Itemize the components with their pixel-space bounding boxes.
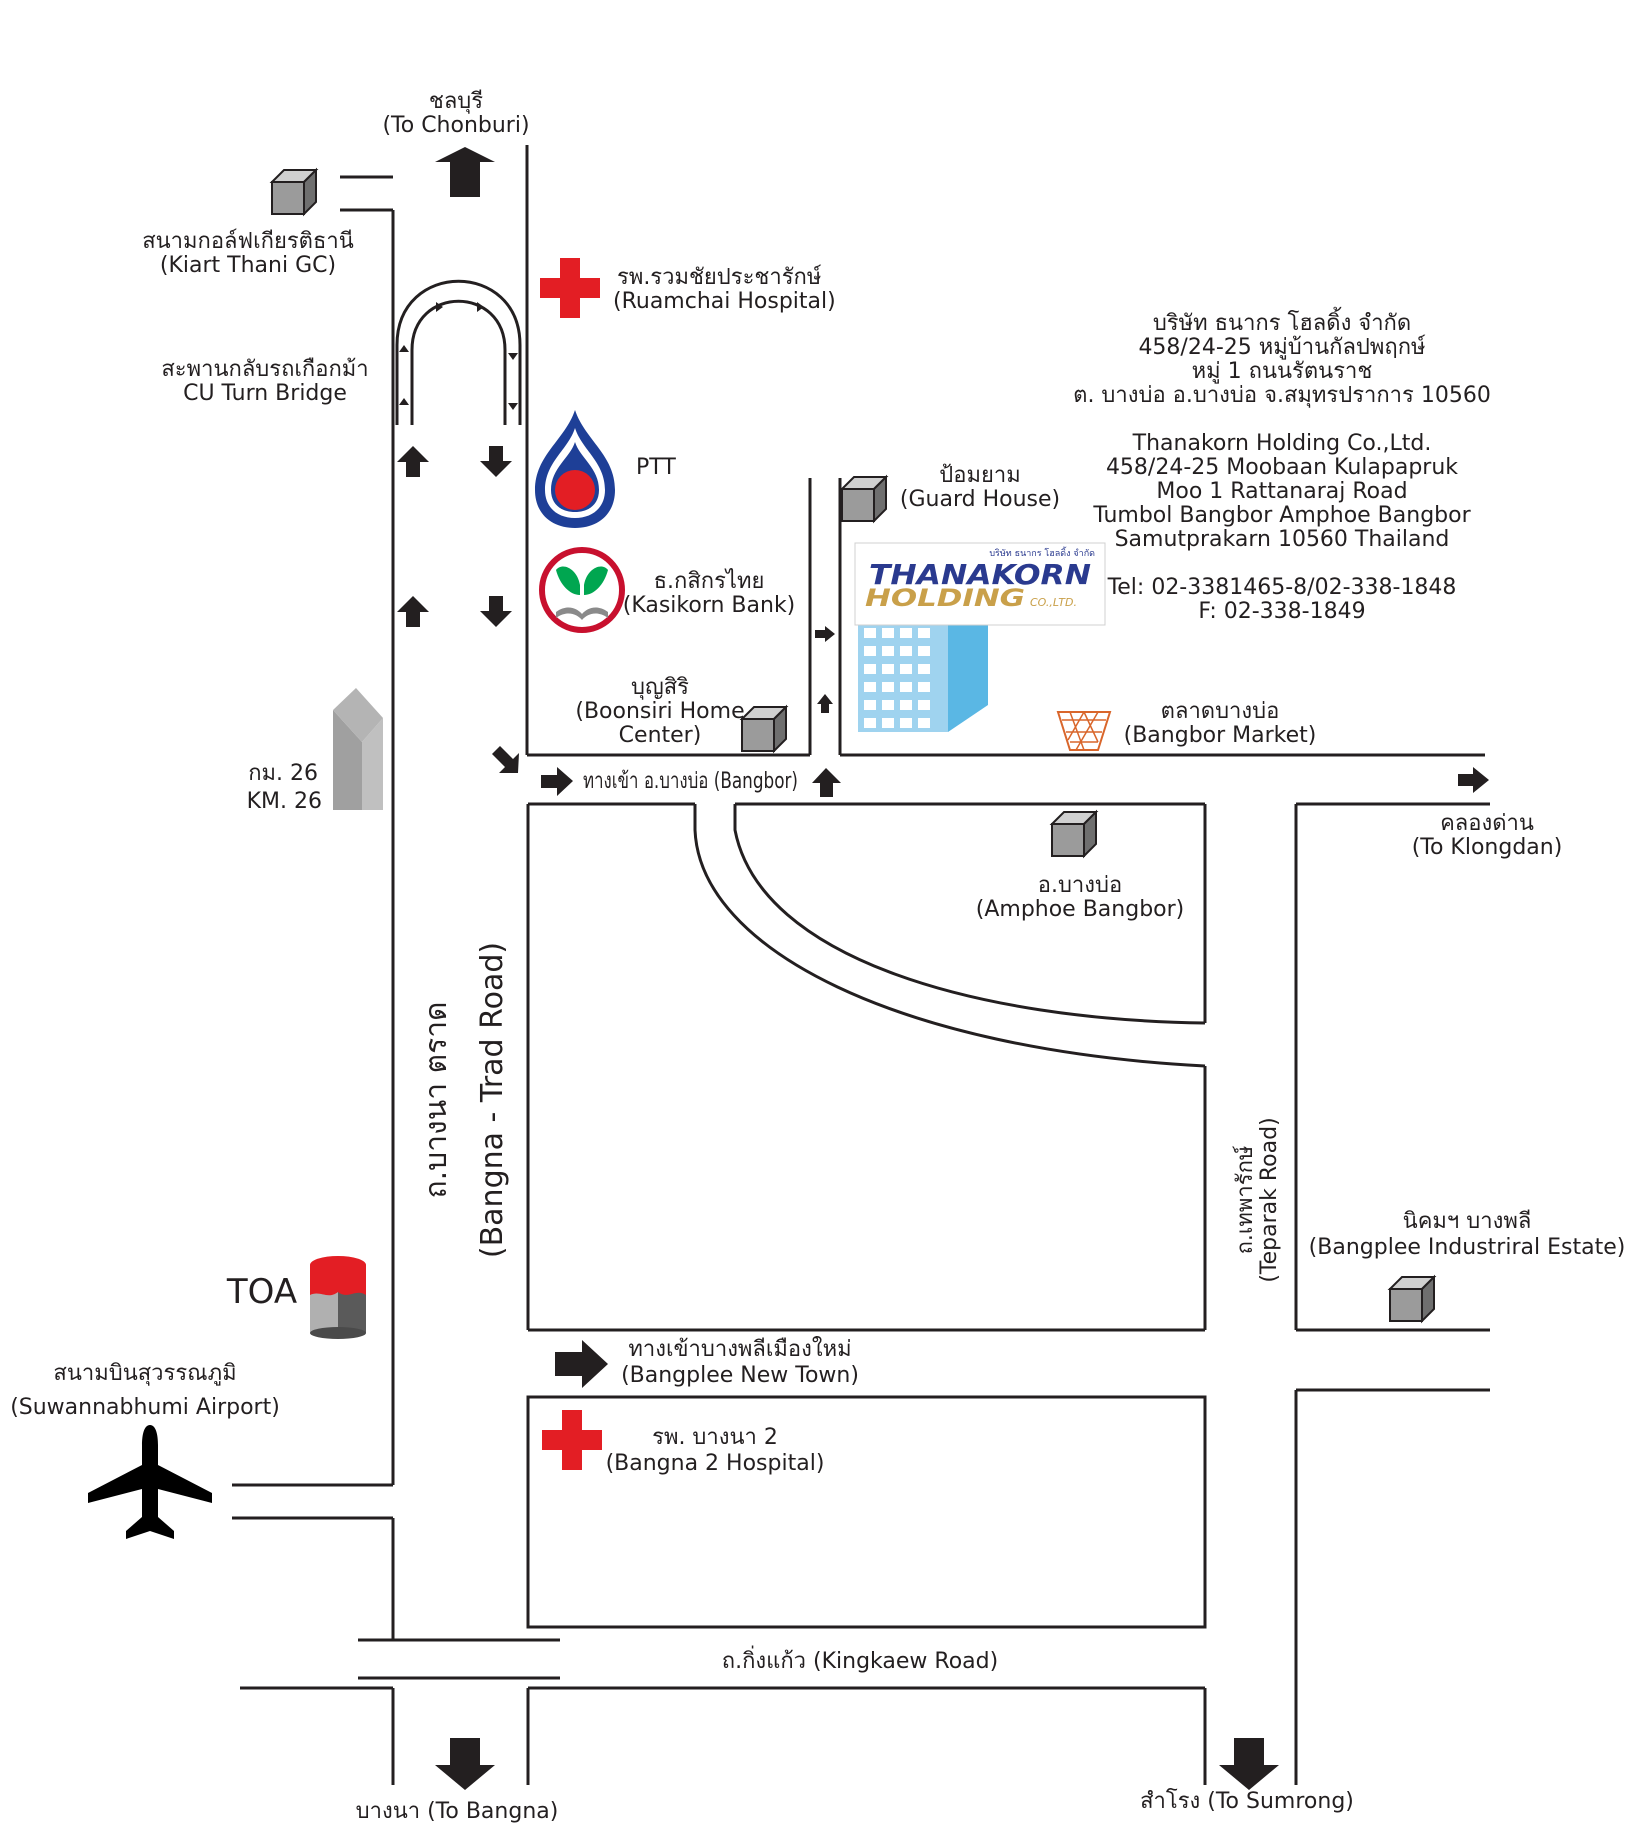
amphoe-building-icon — [1049, 809, 1099, 859]
company-th-line4: ต. บางบ่อ อ.บางบ่อ จ.สมุทรปราการ 10560 — [1073, 383, 1491, 408]
company-en-line3: Moo 1 Rattanaraj Road — [1156, 479, 1407, 504]
label-bangna-bottom: บางนา (To Bangna) — [356, 1799, 559, 1824]
logo-word1: THANAKORN — [869, 558, 1091, 591]
label-kbank-th: ธ.กสิกรไทย — [654, 568, 765, 594]
arrow-up-icon — [399, 398, 409, 405]
label-market-en: (Bangbor Market) — [1124, 723, 1317, 748]
arrow-right-icon — [477, 302, 484, 312]
company-address: บริษัท ธนากร โฮลดิ้ง จำกัด 458/24-25 หมู… — [1073, 307, 1491, 624]
label-bangna-trad-en: (Bangna - Trad Road) — [475, 942, 510, 1258]
market-basket-icon — [1056, 711, 1112, 751]
logo-suffix: CO.,LTD. — [1030, 596, 1077, 609]
label-newtown-en: (Bangplee New Town) — [621, 1363, 859, 1388]
label-ruamchai-th: รพ.รวมชัยประชารักษ์ — [617, 265, 822, 290]
arrow-down-icon — [435, 1738, 495, 1790]
label-market-th: ตลาดบางบ่อ — [1161, 699, 1280, 724]
label-uturn-th: สะพานกลับรถเกือกม้า — [161, 357, 368, 382]
logo-tagline: บริษัท ธนากร โฮลดิ้ง จำกัด — [989, 546, 1095, 559]
arrow-down-icon — [508, 403, 518, 410]
arrow-up-icon — [397, 596, 429, 627]
map-labels: ชลบุรี (To Chonburi) สนามกอล์ฟเกียรติธาน… — [10, 89, 1625, 1824]
label-airport-en: (Suwannabhumi Airport) — [10, 1395, 280, 1420]
arrow-right-icon — [436, 302, 443, 312]
label-boonsiri-en1: (Boonsiri Home — [575, 699, 744, 724]
label-teparak-th: ถ.เทพารักษ์ — [1233, 1145, 1258, 1254]
label-guard-en: (Guard House) — [900, 487, 1060, 512]
hospital-cross-icon — [542, 1410, 602, 1470]
label-amphoe-th: อ.บางบ่อ — [1038, 873, 1122, 898]
label-toa: TOA — [226, 1272, 297, 1312]
label-bangbor-entry: ทางเข้า อ.บางบ่อ (Bangbor) — [583, 769, 798, 794]
arrow-down-icon — [480, 446, 512, 477]
company-en-line5: Samutprakarn 10560 Thailand — [1115, 527, 1450, 552]
arrow-up-icon — [399, 345, 409, 352]
label-sumrong: สำโรง (To Sumrong) — [1140, 1788, 1354, 1814]
guard-house-icon — [839, 474, 889, 524]
label-bangna2-en: (Bangna 2 Hospital) — [606, 1451, 825, 1476]
label-km-th: กม. 26 — [248, 761, 318, 786]
company-tel: Tel: 02-3381465-8/02-338-1848 — [1107, 575, 1457, 600]
arrow-up-icon — [812, 768, 841, 797]
kbank-logo-icon — [539, 547, 625, 633]
label-airport-th: สนามบินสุวรรณภูมิ — [53, 1361, 236, 1386]
hospital-cross-icon — [540, 258, 600, 318]
label-klongdan-th: คลองด่าน — [1440, 811, 1534, 836]
toa-paint-icon — [310, 1256, 366, 1339]
golf-building-icon — [269, 167, 319, 217]
label-chonburi-th: ชลบุรี — [429, 89, 483, 114]
label-km-en: KM. 26 — [247, 789, 322, 814]
arrow-diagonal-icon — [492, 746, 519, 773]
company-th-line1: บริษัท ธนากร โฮลดิ้ง จำกัด — [1153, 307, 1411, 336]
label-golf-th: สนามกอล์ฟเกียรติธานี — [142, 229, 354, 254]
direction-arrows — [397, 147, 1489, 1790]
arrow-up-icon — [435, 147, 495, 197]
label-bangna2-th: รพ. บางนา 2 — [652, 1425, 778, 1450]
thanakorn-logo: บริษัท ธนากร โฮลดิ้ง จำกัด THANAKORN HOL… — [854, 542, 1106, 626]
arrow-up-icon — [397, 446, 429, 477]
estate-building-icon — [1387, 1274, 1437, 1324]
label-boonsiri-th: บุญสิริ — [631, 675, 689, 700]
boonsiri-building-icon — [739, 704, 789, 754]
label-guard-th: ป้อมยาม — [939, 463, 1020, 488]
company-th-line3: หมู่ 1 ถนนรัตนราช — [1192, 359, 1373, 384]
label-ruamchai-en: (Ruamchai Hospital) — [613, 289, 836, 314]
company-en-line4: Tumbol Bangbor Amphoe Bangbor — [1092, 503, 1471, 528]
arrow-down-icon — [508, 353, 518, 360]
label-klongdan-en: (To Klongdan) — [1412, 835, 1563, 860]
label-boonsiri-en2: Center) — [619, 723, 702, 748]
label-ptt: PTT — [636, 455, 676, 480]
label-teparak-en: (Teparak Road) — [1257, 1117, 1282, 1282]
label-kbank-en: (Kasikorn Bank) — [623, 593, 796, 618]
label-newtown-th: ทางเข้าบางพลีเมืองใหม่ — [628, 1336, 851, 1362]
arrow-right-icon — [815, 626, 835, 642]
airplane-icon — [88, 1425, 212, 1539]
company-en-line2: 458/24-25 Moobaan Kulapapruk — [1106, 455, 1458, 480]
arrow-right-icon — [541, 767, 573, 796]
label-uturn-en: CU Turn Bridge — [183, 381, 347, 406]
label-golf-en: (Kiart Thani GC) — [160, 253, 336, 278]
label-estate-en: (Bangplee Industriral Estate) — [1309, 1235, 1626, 1260]
logo-word2: HOLDING — [865, 584, 1025, 612]
ptt-logo-icon — [535, 410, 615, 528]
label-bangna-trad-th: ถ.บางนา ตราด — [419, 1001, 454, 1198]
arrow-down-icon — [1219, 1738, 1279, 1790]
company-en-line1: Thanakorn Holding Co.,Ltd. — [1132, 431, 1432, 456]
company-fax: F: 02-338-1849 — [1198, 599, 1365, 624]
arrow-down-icon — [480, 596, 512, 627]
label-chonburi-en: (To Chonburi) — [382, 113, 529, 138]
arrow-right-icon — [555, 1340, 608, 1388]
company-th-line2: 458/24-25 หมู่บ้านกัลปพฤกษ์ — [1138, 335, 1426, 360]
arrow-right-icon — [1458, 767, 1489, 793]
label-kingkaew: ถ.กิ่งแก้ว (Kingkaew Road) — [722, 1645, 998, 1674]
road-lines — [232, 145, 1490, 1785]
km-marker-icon — [333, 688, 383, 810]
arrow-up-icon — [817, 694, 833, 713]
label-estate-th: นิคมฯ บางพลี — [1403, 1209, 1532, 1234]
label-amphoe-en: (Amphoe Bangbor) — [976, 897, 1185, 922]
